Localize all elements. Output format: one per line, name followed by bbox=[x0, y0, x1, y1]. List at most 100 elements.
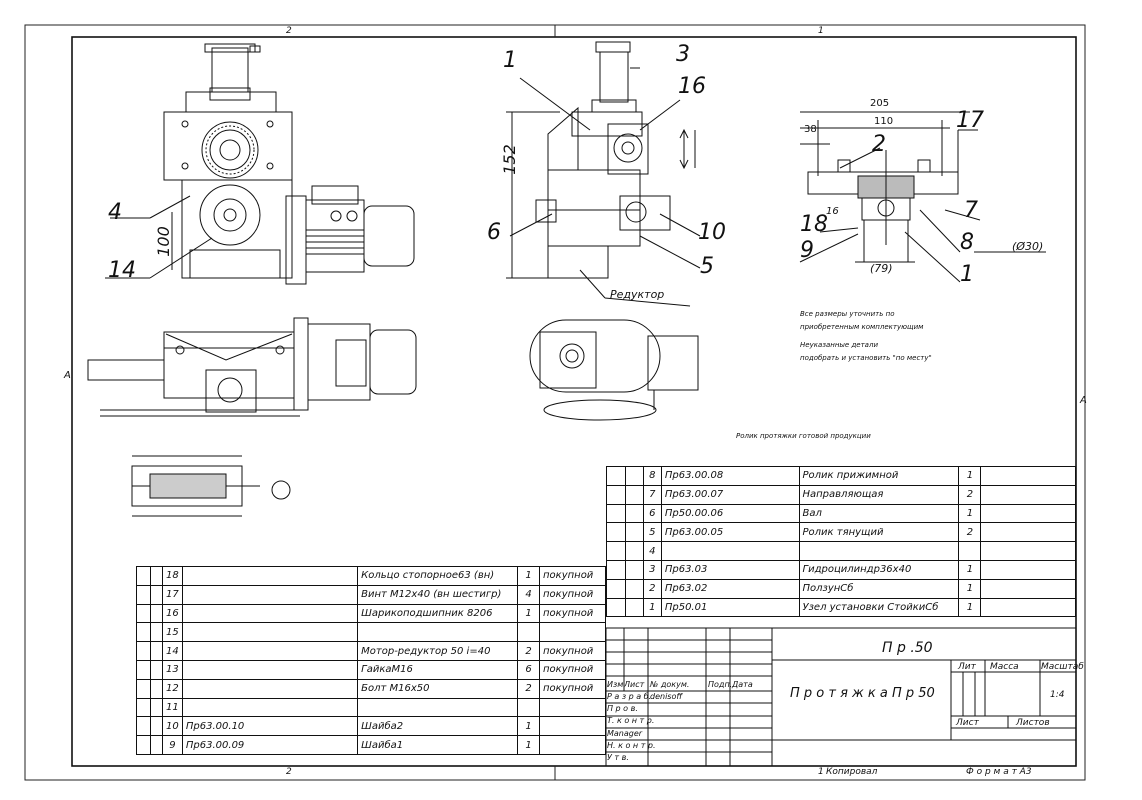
section-view bbox=[799, 111, 1046, 283]
bom-cell-qty: 1 bbox=[958, 559, 982, 580]
bom-cell-code bbox=[181, 584, 359, 605]
bom-cell-empty bbox=[136, 622, 151, 643]
plan-view bbox=[87, 317, 417, 417]
bom-cell-empty bbox=[136, 641, 151, 661]
callout: 2 bbox=[872, 132, 886, 157]
bom-cell-empty bbox=[136, 697, 151, 718]
bom-cell-code bbox=[181, 697, 359, 718]
zone-label: 2 bbox=[286, 767, 292, 777]
bom-cell-qty: 2 bbox=[517, 641, 540, 661]
bom-cell-pos: 4 bbox=[642, 541, 662, 561]
bom-cell-qty: 6 bbox=[517, 659, 540, 680]
razrab-label: Р а з р а б. bbox=[607, 692, 652, 701]
manager-label: Manager bbox=[607, 729, 643, 738]
note-line: приобретенным комплектующим bbox=[800, 323, 924, 331]
zone-label: 1 bbox=[818, 26, 824, 36]
bom-cell-empty bbox=[136, 603, 151, 624]
callout: 16 bbox=[826, 206, 839, 217]
bom-cell-name: Направляющая bbox=[798, 484, 960, 505]
side-view bbox=[506, 41, 701, 307]
bom-cell-empty bbox=[624, 466, 644, 486]
bom-cell-empty bbox=[624, 559, 644, 580]
bom-cell-empty bbox=[980, 541, 1076, 561]
bom-cell-note bbox=[539, 622, 606, 643]
bom-cell-name: Шарикоподшипник 8206 bbox=[357, 603, 519, 624]
bom-cell-code: Пр63.00.05 bbox=[660, 522, 800, 543]
drawing-name: П р о т я ж к а П р 50 bbox=[790, 686, 935, 701]
bom-cell-empty bbox=[980, 559, 1076, 580]
inner-border bbox=[71, 36, 1077, 767]
callout: 8 bbox=[960, 230, 974, 255]
bom-cell-name bbox=[357, 697, 519, 718]
callout: 7 bbox=[964, 198, 978, 223]
bom-cell-empty bbox=[606, 522, 626, 543]
bom-cell-empty bbox=[136, 735, 151, 755]
note-line: Все размеры уточнить по bbox=[800, 310, 895, 318]
callout: 10 bbox=[698, 220, 726, 245]
bom-cell-empty bbox=[606, 578, 626, 599]
dimension: 38 bbox=[804, 124, 817, 135]
bom-cell-note: покупной bbox=[539, 641, 606, 661]
bom-cell-name: Ролик тянущий bbox=[798, 522, 960, 543]
bom-cell-empty bbox=[136, 566, 151, 586]
bom-cell-empty bbox=[136, 659, 151, 680]
bom-cell-note: покупной bbox=[539, 584, 606, 605]
callout: 1 bbox=[960, 262, 974, 287]
bom-cell-qty: 1 bbox=[958, 578, 982, 599]
dimension: 110 bbox=[874, 116, 894, 127]
bom-cell-qty: 1 bbox=[958, 466, 982, 486]
bom-cell-name: Гидроцилиндр36х40 bbox=[798, 559, 960, 580]
bom-cell-pos: 5 bbox=[642, 522, 662, 543]
bom-cell-note bbox=[539, 697, 606, 718]
bom-cell-pos: 18 bbox=[161, 566, 183, 586]
bom-cell-code: Пр63.00.10 bbox=[181, 716, 359, 737]
bom-cell-pos: 1 bbox=[642, 597, 662, 618]
callout: 4 bbox=[108, 200, 122, 225]
bom-cell-empty bbox=[624, 503, 644, 524]
lit-label: Лит bbox=[958, 662, 976, 672]
bom-cell-note: покупной bbox=[539, 678, 606, 699]
zone-label: 2 bbox=[286, 26, 292, 36]
bom-cell-name bbox=[357, 622, 519, 643]
bom-cell-empty bbox=[606, 541, 626, 561]
utv-label: У т в. bbox=[607, 753, 629, 762]
bom-cell-empty bbox=[149, 678, 163, 699]
bom-cell-note: покупной bbox=[539, 566, 606, 586]
bom-cell-empty bbox=[606, 466, 626, 486]
date-label: Дата bbox=[732, 680, 753, 689]
callout: 18 bbox=[800, 212, 828, 237]
bom-cell-name: Кольцо стопорное63 (вн) bbox=[357, 566, 519, 586]
sheets-label: Листов bbox=[1016, 718, 1050, 728]
bom-cell-qty bbox=[517, 697, 540, 718]
bom-cell-empty bbox=[136, 678, 151, 699]
bom-cell-empty bbox=[149, 697, 163, 718]
bom-cell-pos: 6 bbox=[642, 503, 662, 524]
bom-cell-qty: 2 bbox=[517, 678, 540, 699]
bom-row: 4 bbox=[606, 541, 1076, 561]
bom-cell-empty bbox=[149, 641, 163, 661]
bom-cell-note: покупной bbox=[539, 603, 606, 624]
bom-cell-empty bbox=[980, 503, 1076, 524]
title-block-lines bbox=[605, 627, 1077, 767]
bom-cell-empty bbox=[136, 584, 151, 605]
bom-cell-empty bbox=[980, 597, 1076, 618]
nkontr-label: Н. к о н т р. bbox=[607, 741, 656, 750]
bom-cell-empty bbox=[980, 484, 1076, 505]
bom-cell-empty bbox=[149, 566, 163, 586]
bom-cell-qty bbox=[958, 541, 982, 561]
shaft-detail bbox=[131, 455, 291, 517]
bom-cell-empty bbox=[136, 716, 151, 737]
bom-cell-code: Пр63.00.07 bbox=[660, 484, 800, 505]
front-view bbox=[105, 43, 415, 285]
bom-cell-name: Винт М12х40 (вн шестигр) bbox=[357, 584, 519, 605]
bom-cell-code: Пр63.02 bbox=[660, 578, 800, 599]
bom-cell-empty bbox=[149, 659, 163, 680]
